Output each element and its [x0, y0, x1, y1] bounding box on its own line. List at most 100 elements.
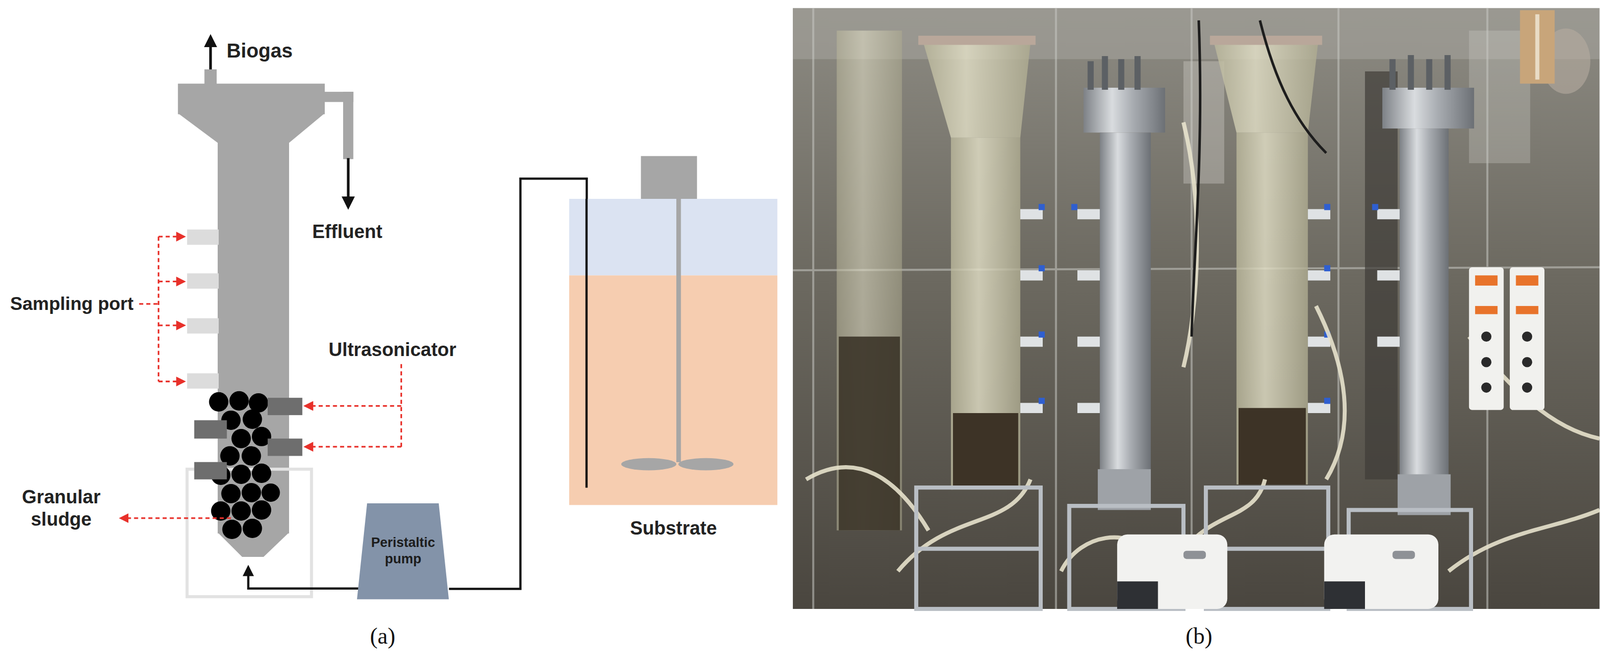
reactor-photo: [1522, 356, 1533, 368]
reactor-photo: [1020, 209, 1043, 220]
pump-trapezoid: [356, 503, 449, 599]
reactor-photo: [1377, 270, 1400, 281]
reactor-photo: [806, 467, 929, 531]
reactor-schematic: [158, 280, 184, 283]
reactor-photo: [1117, 534, 1228, 609]
reactor-photo: [1038, 265, 1045, 272]
reactor-schematic: [186, 318, 219, 334]
pump-label: Peristaltic pump: [361, 534, 445, 569]
reactor-schematic: [158, 236, 184, 238]
ultrasonicator-label: Ultrasonicator: [328, 338, 457, 362]
reactor-schematic: [120, 236, 402, 519]
reactor-photo: [1055, 7, 1058, 609]
reactor-schematic: [347, 158, 350, 208]
reactor-schematic: [343, 91, 354, 160]
reactor-schematic: [177, 83, 325, 115]
mixer-blade: [678, 458, 734, 471]
reactor-schematic: [222, 519, 242, 539]
reactor-photo: [1324, 397, 1331, 404]
reactor-photo: [792, 7, 1600, 609]
reactor-photo: [1399, 128, 1449, 486]
reactor-photo: [1515, 275, 1539, 286]
reactor-schematic: [177, 113, 325, 143]
effluent-label: Effluent: [312, 220, 383, 244]
reactor-photo: [1038, 331, 1045, 338]
reactor-photo: [918, 35, 1036, 46]
reactor-photo: [1099, 132, 1151, 479]
reactor-photo: [1307, 270, 1331, 281]
reactor-schematic: [231, 501, 251, 521]
reactor-photo: [1377, 209, 1400, 220]
reactor-photo: [1377, 336, 1400, 348]
reactor-photo: [1077, 270, 1100, 281]
reactor-photo: [1083, 87, 1166, 133]
reactor-photo: [1183, 60, 1225, 184]
reactor-photo: [923, 42, 1031, 138]
reactor-photo: [1371, 203, 1378, 210]
reactor-photo: [1020, 270, 1043, 281]
reactor-photo: [1077, 336, 1100, 348]
reactor-photo: [1475, 275, 1539, 314]
reactor-photo: [1522, 382, 1533, 393]
pump-body: Peristaltic pump: [356, 503, 449, 599]
reactor-photo: [1382, 87, 1475, 129]
reactor-photo: [1191, 20, 1327, 337]
reactor-schematic: [158, 324, 184, 326]
reactor-photo: [1236, 132, 1308, 485]
reactor-schematic: [221, 483, 241, 504]
reactor-photo: [792, 7, 1600, 609]
panel-letter: (b): [1185, 622, 1213, 650]
reactor-photo: [1407, 55, 1414, 90]
reactor-schematic: [305, 405, 402, 407]
reactor-photo: [806, 122, 1600, 572]
reactor-schematic: [157, 236, 160, 382]
reactor-photo: [1315, 305, 1345, 480]
gas-outlet-label: Biogas: [226, 38, 293, 63]
reactor-photo: [1259, 20, 1327, 153]
reactor-schematic: [641, 156, 698, 200]
reactor-schematic: [305, 445, 402, 448]
reactor-photo: [1020, 402, 1043, 414]
reactor-photo: [1509, 267, 1545, 411]
port-label: Sampling port: [10, 293, 134, 315]
substrate-tank-shape: [569, 198, 778, 505]
reactor-schematic: [194, 419, 228, 439]
reactor-photo: [1475, 305, 1498, 314]
reactor-photo: [812, 7, 815, 609]
reactor-photo: [1118, 59, 1125, 90]
reactor-photo: [1307, 402, 1331, 414]
reactor-schematic: [120, 517, 232, 519]
reactor-photo: [1535, 14, 1540, 80]
reactor-photo: [950, 137, 1021, 490]
reactor-schematic: [231, 428, 251, 449]
reactor-photo: [1214, 42, 1319, 133]
reactor-photo: [1038, 203, 1379, 404]
reactor-schematic: [186, 273, 219, 289]
reactor-photo: [1101, 56, 1108, 90]
reactor-photo: [1077, 402, 1100, 414]
reactor-photo: [1183, 550, 1206, 559]
reactor-schematic: [267, 438, 303, 456]
reactor-photo: [916, 487, 1472, 609]
reactor-photo: [1238, 408, 1306, 485]
reactor-schematic: [194, 462, 228, 480]
reactor-photo: [836, 30, 903, 531]
reactor-photo: [1520, 10, 1555, 84]
reactor-photo: [1392, 550, 1416, 559]
mixer-blade: [621, 458, 677, 471]
reactor-photo: [1071, 203, 1078, 210]
reactor-schematic: [231, 464, 251, 484]
reactor-photo: [1324, 265, 1331, 272]
feed-line: [449, 178, 588, 589]
sludge-label: Granular sludge: [10, 485, 113, 532]
reactor-schematic: [209, 392, 229, 412]
tank-label: Substrate: [630, 517, 717, 540]
reactor-photo: [1515, 305, 1539, 314]
reactor-schematic: [242, 409, 262, 429]
reactor-photo: [1481, 382, 1492, 393]
reactor-photo: [1020, 336, 1043, 348]
